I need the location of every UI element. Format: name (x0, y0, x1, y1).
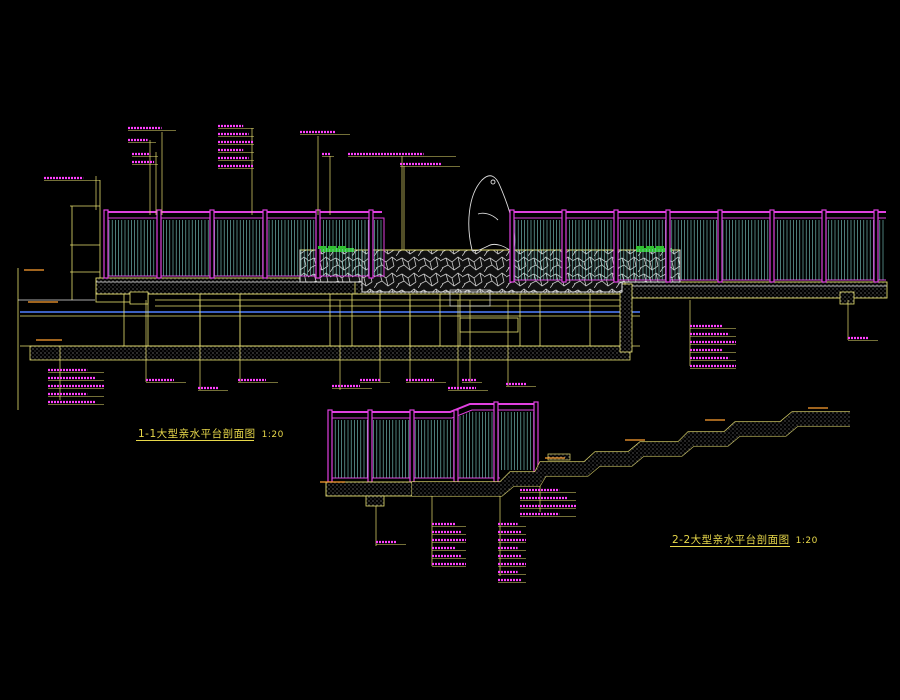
railing-post (613, 209, 619, 283)
section-2-2-title-underline (670, 546, 790, 547)
railing-post (561, 209, 567, 283)
callout-annotations (44, 124, 878, 583)
railing-post (156, 209, 162, 279)
section-1-1-title-text: 1-1大型亲水平台剖面图 (138, 428, 256, 440)
section-2-2-railing (327, 401, 539, 483)
railing-post (717, 209, 723, 283)
section-2-2-scale: 1:20 (795, 536, 818, 546)
section-1-1-scale: 1:20 (261, 430, 284, 440)
handrail-2 (328, 403, 538, 413)
railing-post (367, 409, 373, 483)
rock-sculpture (468, 175, 516, 253)
railing-post (873, 209, 879, 283)
handrail-2-lower (328, 409, 538, 419)
section-2-2-drawing (325, 411, 850, 507)
section-2-2-title-text: 2-2大型亲水平台剖面图 (672, 534, 790, 546)
planting-mark (338, 246, 346, 249)
railing-post (821, 209, 827, 283)
railing-post (769, 209, 775, 283)
elevation-marks (24, 269, 828, 483)
railing-post (315, 209, 321, 279)
railing-post (453, 409, 459, 483)
railing-post (368, 209, 374, 279)
railing-post (409, 409, 415, 483)
foundation-frame (95, 293, 627, 347)
section-1-1-drawing (17, 175, 888, 410)
railing-post (262, 209, 268, 279)
planting-mark (636, 246, 644, 249)
railing-post (533, 401, 539, 473)
planting-mark (646, 246, 654, 249)
planting-mark (318, 246, 326, 249)
section-1-1-title-underline (136, 440, 254, 441)
railing-post (665, 209, 671, 283)
section-1-1-title: 1-1大型亲水平台剖面图 1:20 (138, 426, 284, 441)
railing-post (103, 209, 109, 279)
section-2-2-title: 2-2大型亲水平台剖面图 1:20 (672, 532, 818, 547)
ground-lines-left (18, 299, 640, 361)
railing-post (327, 409, 333, 483)
planting-mark (328, 246, 336, 249)
section-1-1-railing (103, 209, 886, 283)
left-dimension-lines (17, 180, 101, 410)
railing-post (509, 209, 515, 283)
planting-mark (656, 246, 664, 249)
railing-post (493, 401, 499, 483)
railing-post (209, 209, 215, 279)
